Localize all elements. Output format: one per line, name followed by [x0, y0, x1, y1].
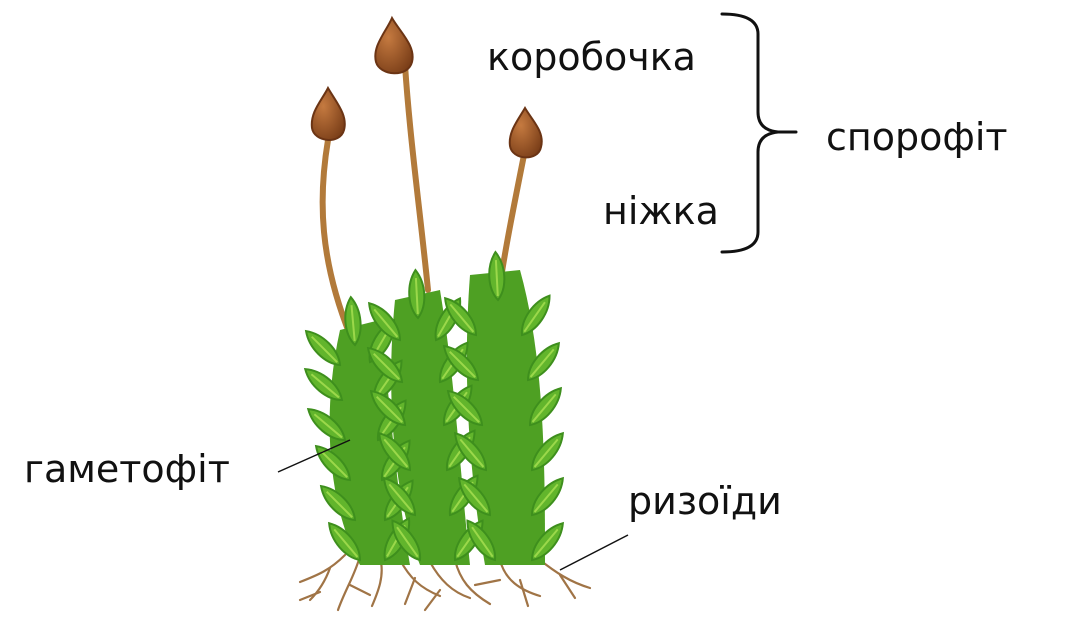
sporophyte-bracket [722, 14, 778, 252]
label-sporophyte: спорофіт [826, 118, 1008, 156]
label-gametophyte: гаметофіт [24, 450, 230, 488]
label-rhizoids: ризоїди [628, 482, 782, 520]
label-capsule: коробочка [487, 38, 696, 76]
rhizoids-leader-line [560, 535, 628, 570]
label-seta: ніжка [603, 192, 719, 230]
gametophyte-shoots [300, 252, 568, 565]
